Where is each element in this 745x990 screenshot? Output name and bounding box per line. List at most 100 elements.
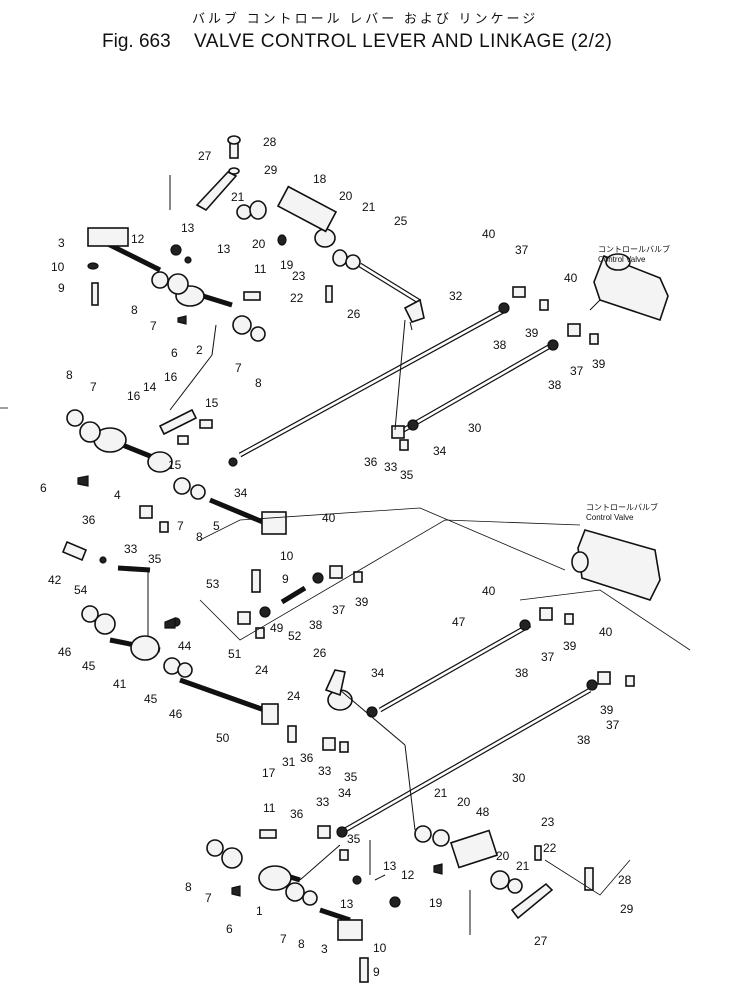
- upper-control-valve-en: Control Valve: [598, 255, 646, 264]
- part-label-3: 3: [58, 236, 65, 250]
- part-label-21: 21: [231, 190, 245, 204]
- part-label-35: 35: [400, 468, 414, 482]
- part-label-11: 11: [254, 262, 267, 276]
- part-label-26: 26: [347, 307, 361, 321]
- figure-header: バルブ コントロール レバー および リンケージ Fig. 663 VALVE …: [0, 0, 745, 60]
- part-label-20: 20: [339, 189, 353, 203]
- lower-control-valve-jp: コントロールバルブ: [586, 502, 658, 512]
- part-label-27: 27: [198, 149, 212, 163]
- part-label-12: 12: [131, 232, 145, 246]
- part-label-22b: 22: [543, 841, 557, 855]
- part-label-23: 23: [292, 269, 306, 283]
- part-label-9c: 9: [373, 965, 380, 979]
- part-label-40: 40: [482, 227, 496, 241]
- part-label-8: 8: [131, 303, 138, 317]
- part-label-1: 1: [256, 904, 263, 918]
- part-label-37c: 37: [332, 603, 346, 617]
- part-label-12b: 12: [401, 868, 415, 882]
- part-label-38e: 38: [577, 733, 591, 747]
- part-label-36: 36: [364, 455, 378, 469]
- part-label-5: 5: [213, 519, 220, 533]
- part-label-38: 38: [493, 338, 507, 352]
- part-label-37e: 37: [606, 718, 620, 732]
- part-label-29b: 29: [620, 902, 634, 916]
- part-label-19: 19: [280, 258, 294, 272]
- part-label-36d: 36: [290, 807, 304, 821]
- part-label-34d: 34: [338, 786, 352, 800]
- part-label-35b: 35: [148, 552, 162, 566]
- part-label-16: 16: [164, 370, 178, 384]
- part-label-40c: 40: [322, 511, 336, 525]
- part-label-47: 31: [282, 755, 296, 769]
- part-label-7d: 7: [177, 519, 184, 533]
- part-label-35c: 35: [344, 770, 358, 784]
- part-label-10b: 10: [280, 549, 294, 563]
- part-label-7b: 7: [235, 361, 242, 375]
- part-label-16b: 16: [127, 389, 141, 403]
- part-label-39b: 39: [592, 357, 606, 371]
- part-label-33b: 33: [124, 542, 138, 556]
- part-label-8e: 8: [185, 880, 192, 894]
- part-label-48: 17: [262, 766, 276, 780]
- part-label-39c: 39: [355, 595, 369, 609]
- part-label-52: 24: [255, 663, 269, 677]
- part-label-50: 51: [228, 647, 242, 661]
- upper-linkage-assembly: コントロールバルブ Control Valve: [66, 135, 670, 535]
- part-label-19b: 19: [429, 896, 443, 910]
- part-label-7: 7: [150, 319, 157, 333]
- part-label-33d: 33: [316, 795, 330, 809]
- part-label-25: 25: [394, 214, 408, 228]
- part-label-41: 41: [113, 677, 127, 691]
- part-label-43: 44: [178, 639, 192, 653]
- part-label-38c: 38: [309, 618, 323, 632]
- part-label-44: 45: [82, 659, 96, 673]
- part-label-8f: 8: [298, 937, 305, 951]
- part-label-24: 24: [287, 689, 301, 703]
- part-label-39: 39: [525, 326, 539, 340]
- part-label-40e: 40: [599, 625, 613, 639]
- part-label-7f: 7: [280, 932, 287, 946]
- part-label-2: 2: [196, 343, 203, 357]
- part-label-7c: 7: [90, 380, 97, 394]
- part-label-11b: 11: [263, 801, 276, 815]
- part-label-34b: 34: [234, 486, 248, 500]
- part-label-18: 18: [313, 172, 327, 186]
- part-label-6b: 6: [40, 481, 47, 495]
- part-label-39d: 39: [563, 639, 577, 653]
- part-label-13d: 13: [340, 897, 354, 911]
- part-label-13c: 13: [383, 859, 397, 873]
- part-label-33c: 33: [318, 764, 332, 778]
- part-number-labels: 28 27 29 18 20 21 21 25 13 12 13 20 3 10…: [40, 135, 634, 979]
- part-label-40b: 40: [564, 271, 578, 285]
- part-label-45b: 46: [169, 707, 183, 721]
- part-label-21b: 21: [362, 200, 376, 214]
- part-label-46: 50: [216, 731, 230, 745]
- part-label-23b: 23: [541, 815, 555, 829]
- part-label-38d: 38: [515, 666, 529, 680]
- part-label-38b: 38: [548, 378, 562, 392]
- figure-title: VALVE CONTROL LEVER AND LINKAGE (2/2): [194, 31, 613, 52]
- part-label-36c: 36: [300, 751, 314, 765]
- part-label-45: 46: [58, 645, 72, 659]
- part-label-37: 37: [515, 243, 529, 257]
- part-label-7e: 7: [205, 891, 212, 905]
- part-label-6c: 6: [226, 922, 233, 936]
- part-label-49: 52: [288, 629, 302, 643]
- part-label-9: 9: [58, 281, 65, 295]
- part-label-21c: 21: [434, 786, 448, 800]
- part-label-8d: 8: [196, 530, 203, 544]
- part-label-53: 53: [206, 577, 220, 591]
- upper-control-valve-jp: コントロールバルブ: [598, 244, 670, 254]
- part-label-39e: 39: [600, 703, 614, 717]
- part-label-15b: 15: [168, 458, 182, 472]
- lower-linkage-assembly: コントロールバルブ Control Valve: [61, 502, 661, 983]
- part-label-6: 6: [171, 346, 178, 360]
- part-label-51: 49: [270, 621, 284, 635]
- part-label-30b: 30: [512, 771, 526, 785]
- part-label-27b: 27: [534, 934, 548, 948]
- part-label-15: 15: [205, 396, 219, 410]
- leader-lines: [0, 407, 691, 896]
- part-label-44b: 45: [144, 692, 158, 706]
- part-label-42: 42: [48, 573, 62, 587]
